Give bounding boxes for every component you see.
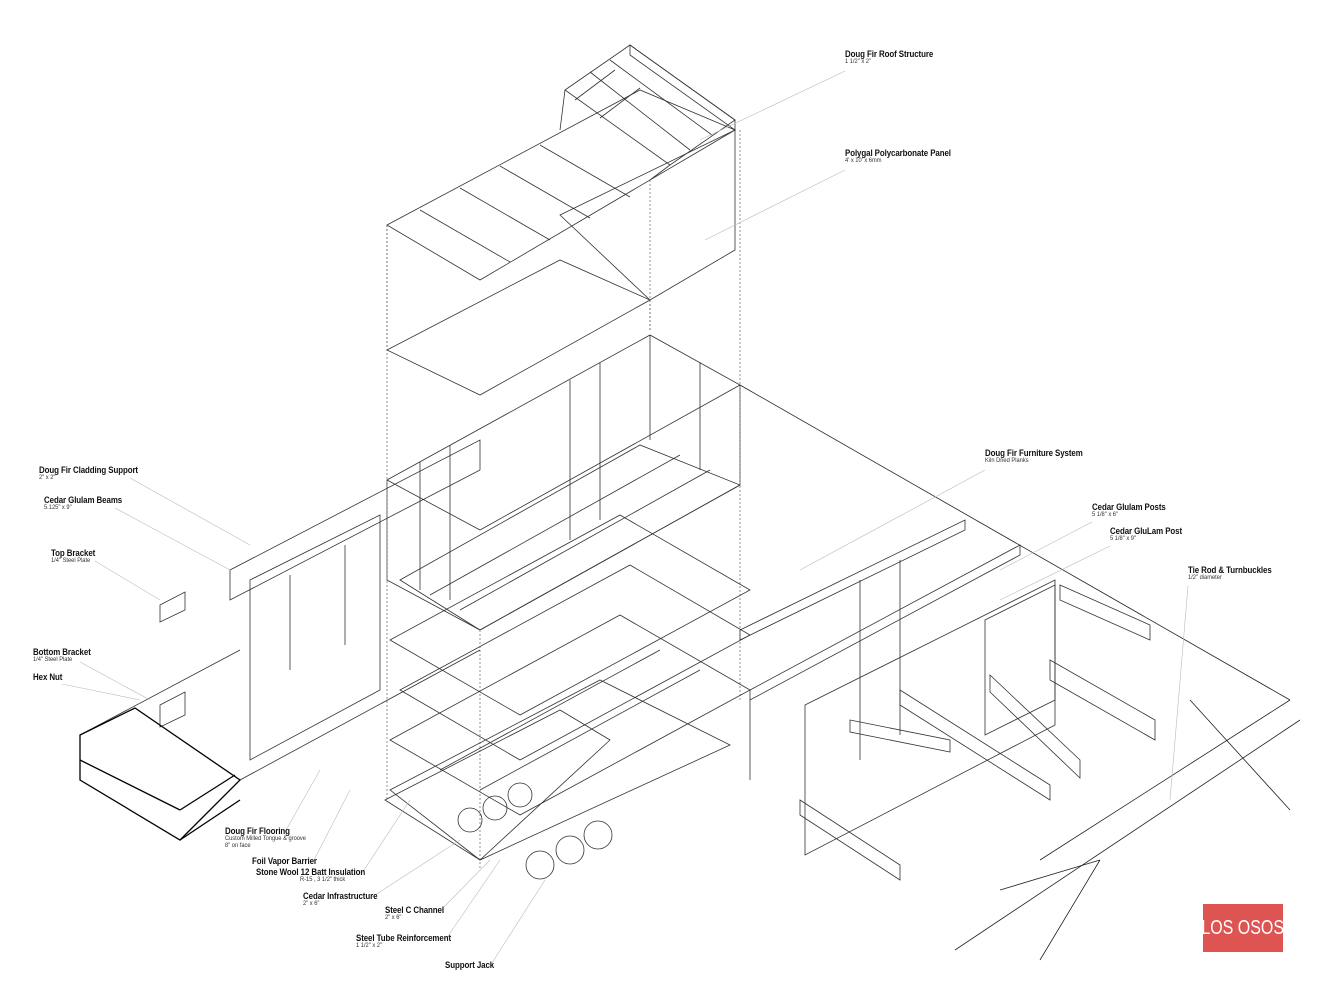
label-sub: 2" x 2" [39, 474, 56, 482]
label-sub: 2" x 6" [385, 914, 402, 922]
label-sub: Kiln Dried Planks [985, 457, 1029, 465]
label-title: Foil Vapor Barrier [252, 856, 317, 866]
label-title: Steel C Channel [385, 905, 444, 915]
roof-structure [559, 44, 736, 181]
label-sub: 5 1/8" x 6" [1092, 511, 1119, 519]
trailer [384, 709, 613, 880]
label-title: Steel Tube Reinforcement [356, 933, 452, 943]
label-sub: 1/2" diameter [1188, 574, 1222, 582]
label-sub: 1/4" Steel Plate [33, 656, 73, 664]
label-title: Cedar Infrastructure [303, 891, 378, 901]
label-title: Cedar Glulam Posts [1092, 502, 1166, 512]
label-sub: 4' x 10' x 6mm [845, 157, 882, 165]
label-vapor: Foil Vapor Barrier [252, 856, 326, 866]
label-hex-nut: Hex Nut [33, 672, 66, 682]
label-title: Doug Fir Furniture System [985, 448, 1083, 458]
label-sub: Custom Milled Tongue & groove [225, 835, 306, 843]
label-sub: 8" on face [225, 842, 251, 850]
label-title: Support Jack [445, 960, 495, 970]
floor-layers [389, 514, 751, 861]
label-title: Doug Fir Flooring [225, 826, 290, 836]
label-title: Bottom Bracket [33, 647, 91, 657]
label-jack: Support Jack [445, 960, 501, 970]
label-sub: 5 1/8" x 9" [1110, 535, 1137, 543]
label-title: Polygal Polycarbonate Panel [845, 148, 951, 158]
leader-lines [61, 70, 1189, 967]
label-sub: 1/4" Steel Plate [51, 557, 91, 565]
label-title: Top Bracket [51, 548, 96, 558]
label-title: Tie Rod & Turnbuckles [1188, 565, 1272, 575]
label-sub: R-15 , 3 1/2" thick [300, 876, 346, 884]
label-title: Hex Nut [33, 672, 63, 682]
label-sub: 5.125" x 9" [44, 504, 72, 512]
polycarbonate-panel [386, 89, 736, 396]
tie-rod-lines [739, 384, 1301, 961]
label-title: Doug Fir Roof Structure [845, 49, 934, 59]
guide-lines [386, 130, 741, 870]
left-wall [79, 439, 481, 781]
los-osos-logo: LOS OSOS [1201, 904, 1285, 952]
bench [79, 707, 242, 841]
label-sub: 2" x 6" [303, 900, 320, 908]
logo-text: LOS OSOS [1201, 916, 1285, 939]
label-title: Stone Wool 12 Batt Insulation [256, 867, 366, 877]
upper-wall-frame [386, 334, 741, 631]
label-title: Cedar GluLam Post [1110, 526, 1183, 536]
label-sub: 1 1/2" x 2" [356, 942, 383, 950]
label-sub: 1 1/2" x 2" [845, 58, 872, 66]
label-title: Doug Fir Cladding Support [39, 465, 138, 475]
label-title: Cedar Glulam Beams [44, 495, 123, 505]
posts [799, 584, 1156, 881]
right-wall [739, 519, 1056, 856]
